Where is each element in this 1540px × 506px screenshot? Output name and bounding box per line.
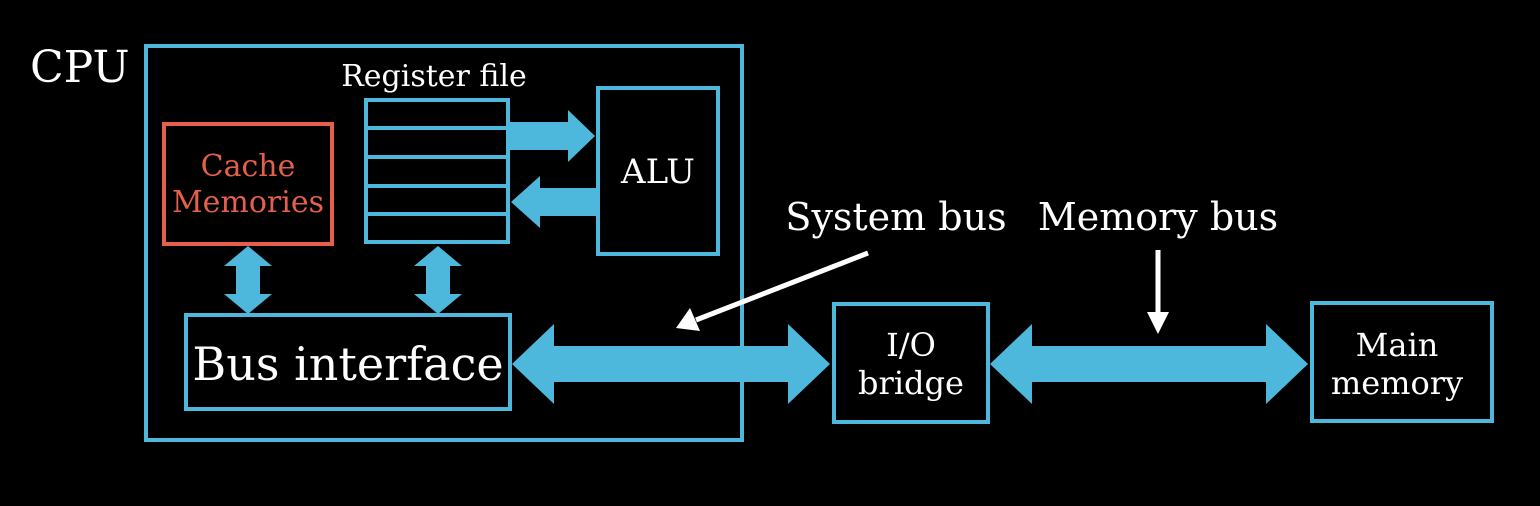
cpu-box (144, 44, 744, 442)
io-bridge-box (832, 302, 990, 424)
cache-memories-box (162, 122, 334, 246)
system-bus-label: System bus (785, 195, 1006, 239)
cache-bus-arrow (224, 246, 272, 314)
register-file-box (364, 98, 510, 244)
cache-label-line1: Cache (201, 149, 296, 184)
cpu-label: CPU (30, 42, 130, 93)
register-file-label: Register file (341, 59, 527, 94)
bus-interface-label: Bus interface (192, 337, 503, 391)
memory-bus-pointer-head (1147, 312, 1169, 334)
cache-label-line2: Memories (172, 185, 324, 220)
register-to-alu-arrow (510, 110, 595, 162)
alu-box (596, 86, 720, 256)
alu-to-register-arrow (511, 176, 596, 228)
register-file (364, 98, 510, 244)
io-bridge-label-line2: bridge (858, 364, 964, 402)
system-bus-arrow (512, 324, 830, 404)
main-memory-label-line1: Main (1356, 326, 1439, 364)
main-memory-label-line2: memory (1331, 364, 1463, 402)
bus-interface-box (184, 313, 512, 411)
main-memory-box (1310, 301, 1494, 423)
alu-label: ALU (620, 152, 695, 192)
io-bridge-label-line1: I/O (886, 326, 936, 364)
memory-bus-arrow (990, 324, 1308, 404)
register-bus-arrow (414, 246, 462, 314)
memory-bus-label: Memory bus (1038, 195, 1278, 239)
system-bus-pointer-line (695, 250, 869, 323)
system-bus-pointer-head (676, 308, 700, 331)
